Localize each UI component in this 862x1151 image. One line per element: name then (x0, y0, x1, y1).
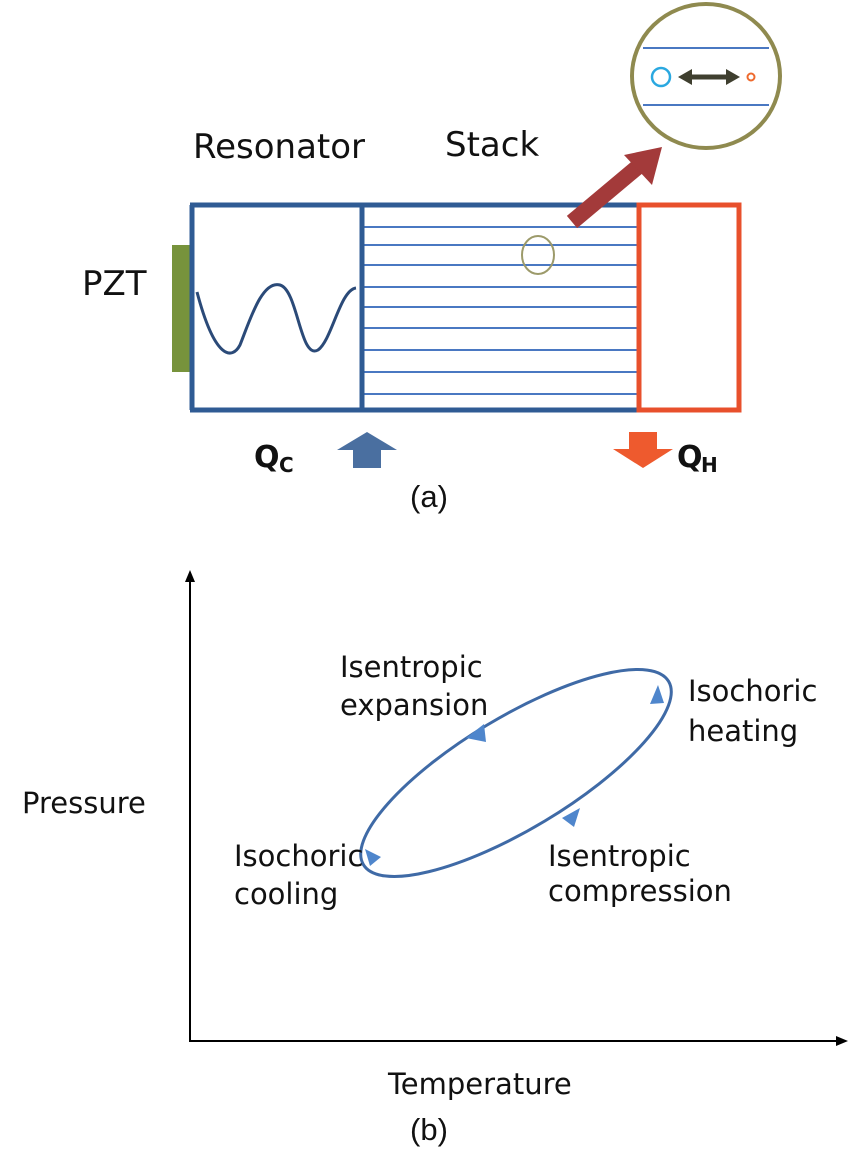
heat-out-arrow-icon (613, 432, 673, 468)
pzt-label: PZT (82, 264, 147, 304)
label-isochoric-heating: Isochoric heating (688, 674, 817, 748)
panel-a: Resonator Stack PZT (82, 2, 782, 514)
label-isentropic-expansion: Isentropic expansion (340, 650, 488, 722)
resonator-label: Resonator (193, 127, 365, 167)
double-arrow-icon (678, 69, 740, 85)
cooling-arrowhead-icon (365, 849, 381, 866)
svg-text:Q: Q (677, 440, 703, 475)
svg-text:H: H (701, 453, 718, 477)
panel-b: Pressure Temperature Isentropic expansio… (22, 570, 848, 1147)
hot-parcel-icon (746, 72, 756, 82)
parcel-highlight-circle (521, 235, 555, 275)
y-axis-arrow-icon (185, 570, 195, 582)
caption-b: (b) (410, 1112, 448, 1147)
svg-text:compression: compression (548, 874, 732, 908)
label-isochoric-cooling: Isochoric cooling (234, 839, 363, 911)
svg-text:Isochoric: Isochoric (688, 674, 817, 708)
compression-arrowhead-icon (562, 808, 580, 827)
svg-text:Isochoric: Isochoric (234, 839, 363, 873)
svg-text:Isentropic: Isentropic (340, 650, 483, 684)
acoustic-wave (195, 283, 357, 355)
svg-text:C: C (279, 453, 294, 477)
svg-text:heating: heating (688, 714, 798, 748)
caption-a: (a) (410, 479, 448, 514)
x-axis-label: Temperature (387, 1067, 572, 1101)
svg-text:expansion: expansion (340, 688, 488, 722)
qc-label: Q C (254, 440, 294, 477)
pzt-actuator (172, 245, 190, 372)
label-isentropic-compression: Isentropic compression (548, 839, 732, 908)
svg-text:Q: Q (254, 440, 280, 475)
svg-text:cooling: cooling (234, 877, 338, 911)
heat-in-arrow-icon (337, 432, 397, 468)
hot-heat-exchanger (636, 202, 742, 413)
magnified-view (630, 2, 782, 150)
stack-label: Stack (445, 125, 539, 165)
stack-plates (364, 226, 638, 395)
zoom-arrow (566, 147, 662, 229)
x-axis-arrow-icon (836, 1036, 848, 1046)
svg-text:Isentropic: Isentropic (548, 839, 691, 873)
thermodynamic-cycle (359, 668, 673, 878)
expansion-arrowhead-icon (466, 724, 486, 742)
cold-parcel-icon (650, 66, 672, 88)
resonator-tube (189, 202, 638, 413)
heating-arrowhead-icon (650, 685, 664, 704)
y-axis-label: Pressure (22, 786, 146, 820)
qh-label: Q H (677, 440, 718, 477)
